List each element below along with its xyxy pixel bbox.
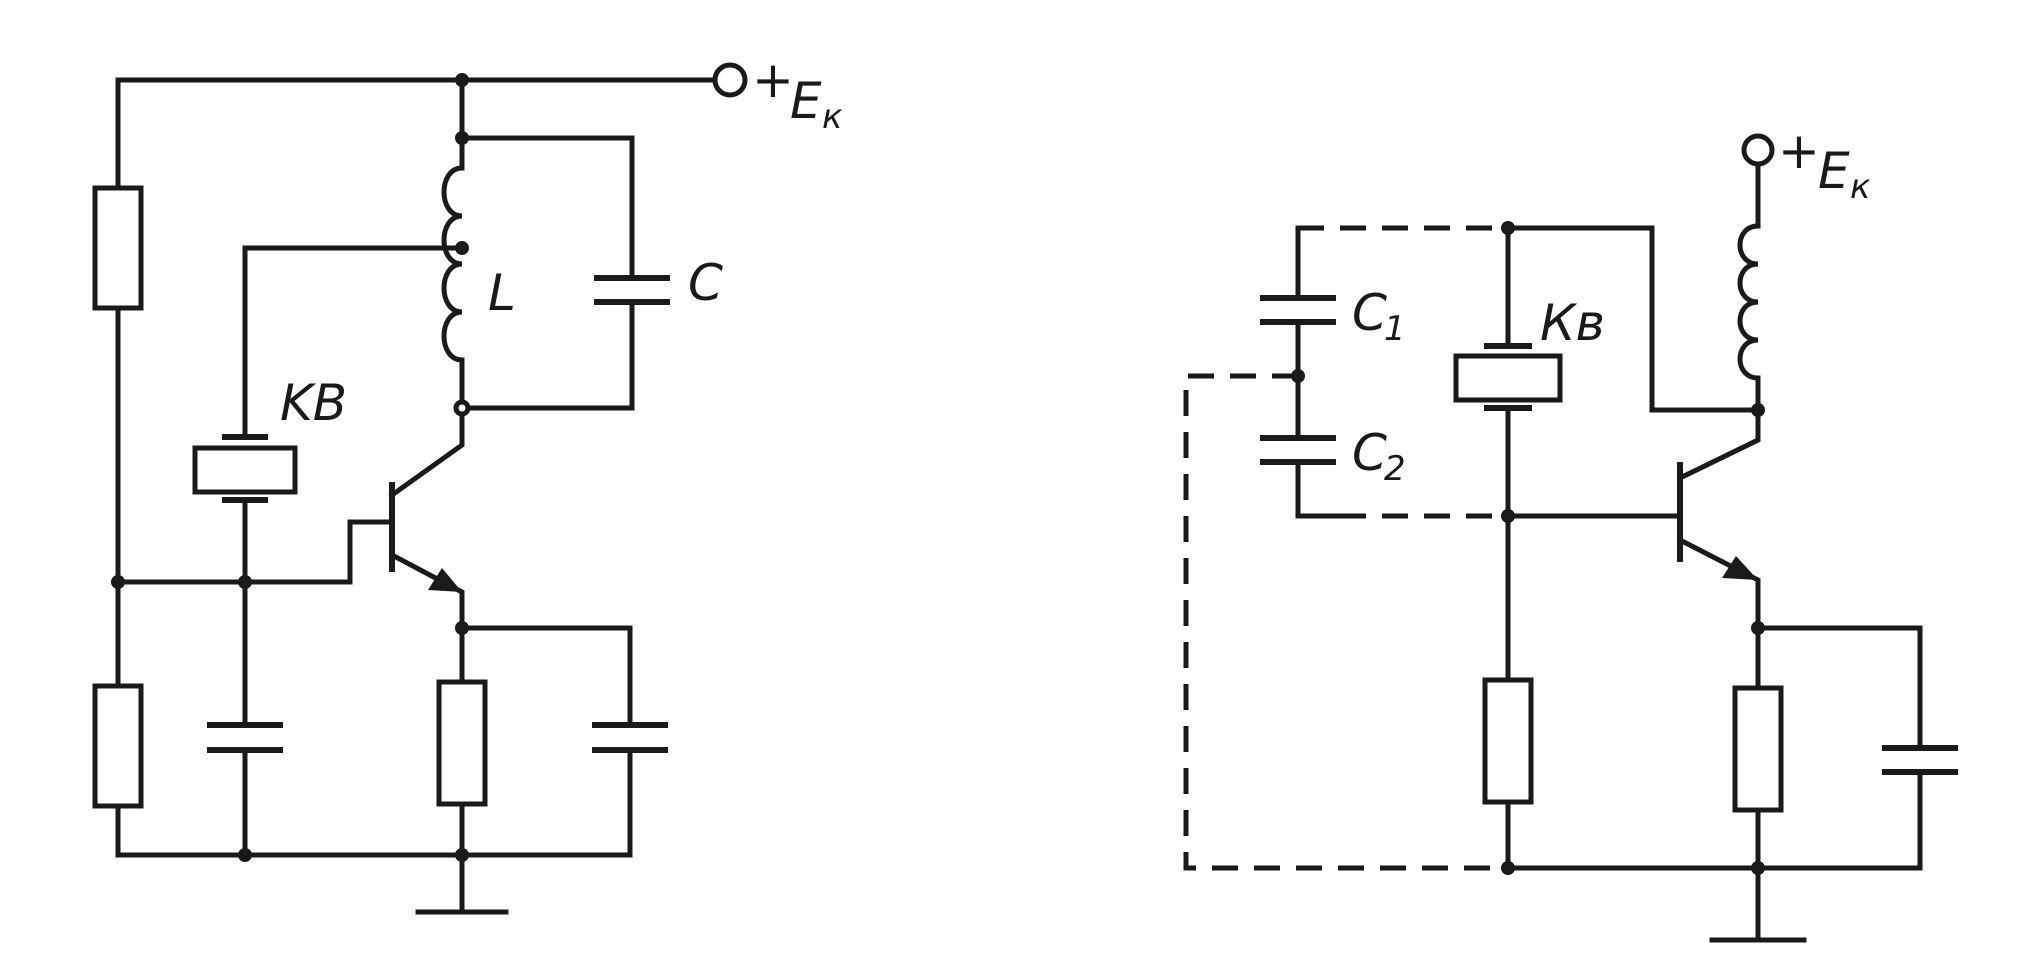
right-supply-sign: + <box>1778 122 1820 180</box>
left-supply-terminal <box>712 62 748 98</box>
left-emitter-bypass-capacitor <box>592 722 668 753</box>
left-junction-emitter <box>455 621 469 635</box>
left-junction-ground-b <box>455 848 469 862</box>
left-emitter-resistor <box>436 679 488 807</box>
left-transistor <box>388 405 465 631</box>
left-tank-top-wire <box>459 135 635 281</box>
left-inductor <box>441 165 465 363</box>
right-crystal-body <box>1453 353 1563 403</box>
left-junction-tap <box>455 241 469 255</box>
right-junction-collector <box>1751 403 1765 417</box>
left-junction-top <box>455 73 469 87</box>
right-junction-base <box>1501 509 1515 523</box>
right-supply-terminal <box>1741 133 1775 167</box>
right-emitter-wire <box>1755 625 1923 751</box>
right-junction-ground-b <box>1751 861 1765 875</box>
left-junction-base <box>238 575 252 589</box>
left-tank-bottom-wire <box>459 299 635 411</box>
left-circuit: + E к KB <box>92 51 843 915</box>
right-c1-capacitor <box>1260 295 1336 325</box>
right-base-resistor <box>1482 677 1534 805</box>
right-base-resistor-ground-wire <box>1505 799 1923 871</box>
right-c2-bottom-wire <box>1295 459 1343 519</box>
right-top-rail <box>1505 225 1761 413</box>
right-junction-ground-a <box>1501 861 1515 875</box>
left-resistor-top <box>92 185 144 311</box>
left-crystal-tap-wire <box>242 245 465 435</box>
right-junction-crystal-top <box>1501 221 1515 235</box>
right-inductor <box>1737 223 1761 381</box>
left-base-bypass-capacitor <box>207 722 283 753</box>
left-junction-tank-top <box>455 131 469 145</box>
right-dashed-feedback-loop <box>1183 373 1508 871</box>
left-base-wire <box>115 519 395 585</box>
left-junction-ground-a <box>238 848 252 862</box>
right-c2-symbol: C <box>1352 424 1387 482</box>
right-crystal-label: Кв <box>1540 294 1605 352</box>
left-resistor-bottom <box>92 683 144 809</box>
left-supply-sign: + <box>752 51 794 109</box>
left-supply-subscript: к <box>822 97 843 137</box>
left-junction-collector <box>453 399 471 417</box>
left-emitter-wire <box>459 625 633 728</box>
left-supply-symbol: E <box>790 72 822 130</box>
right-c1-symbol: C <box>1352 284 1387 342</box>
left-capacitor-label: C <box>688 254 723 312</box>
right-crystal <box>1453 343 1563 411</box>
right-emitter-resistor <box>1732 685 1784 813</box>
right-transistor <box>1676 407 1761 631</box>
right-supply-subscript: к <box>1850 167 1871 207</box>
left-tank-capacitor <box>594 275 670 305</box>
right-junction-c1-c2 <box>1291 369 1305 383</box>
left-divider-wire-bottom <box>115 803 633 858</box>
right-circuit: + E к C 1 C 2 <box>1183 122 1958 943</box>
right-supply-symbol: E <box>1818 142 1850 200</box>
left-crystal <box>192 434 298 503</box>
right-emitter-bypass-capacitor <box>1882 745 1958 775</box>
right-c2-capacitor <box>1260 435 1336 465</box>
left-inductor-label: L <box>488 264 516 322</box>
right-c2-subscript: 2 <box>1384 449 1406 489</box>
left-crystal-label: KB <box>280 374 347 432</box>
right-c1-subscript: 1 <box>1384 309 1406 349</box>
left-junction-divider <box>111 575 125 589</box>
right-junction-emitter <box>1751 621 1765 635</box>
